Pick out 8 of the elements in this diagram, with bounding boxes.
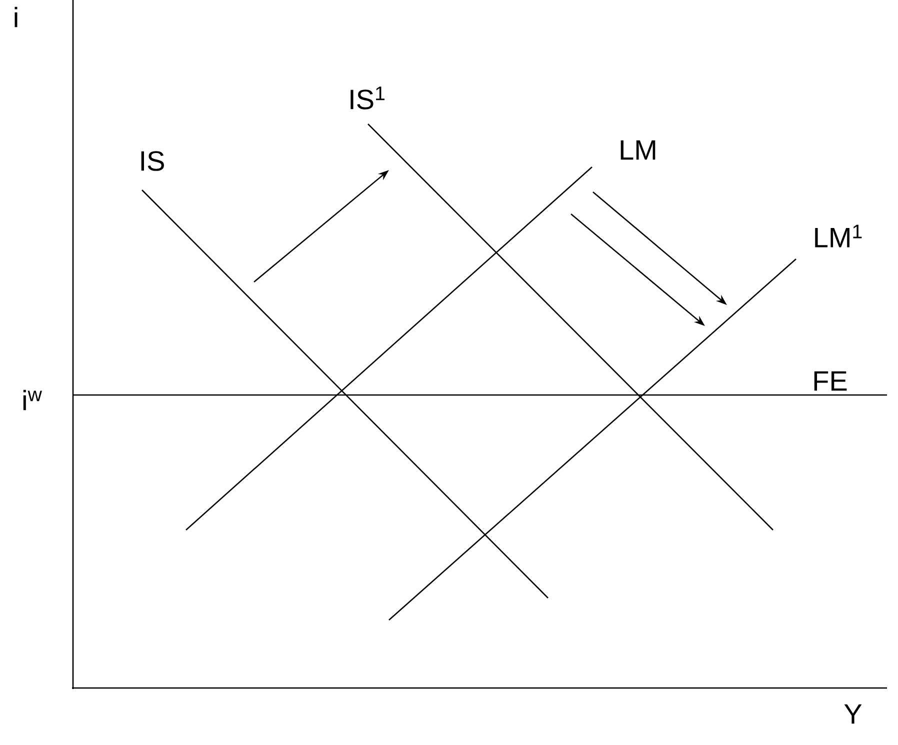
- curve-label: IS: [141, 151, 164, 171]
- curve-label: IS$^{1}$: [350, 86, 384, 110]
- axis-label: Y: [844, 704, 862, 724]
- curve-label: FE: [814, 371, 847, 391]
- curve-label: LM: [620, 140, 656, 160]
- curve-label: LM$^{1}$: [815, 224, 862, 248]
- axis-label: i: [14, 6, 18, 28]
- axis-label: i$^{w}$: [23, 390, 42, 410]
